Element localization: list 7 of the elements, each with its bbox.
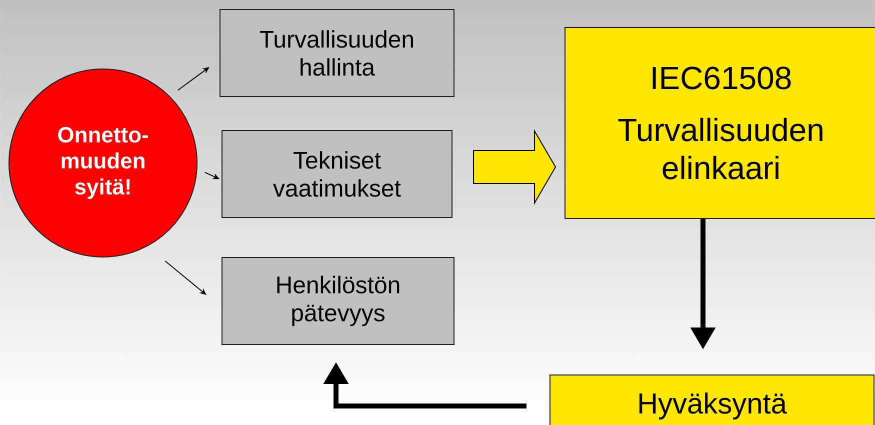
process-box: Turvallisuuden hallinta [220,9,454,97]
arrow [164,260,206,295]
block-arrow [473,129,556,205]
process-box: Hyväksyntä [550,374,874,425]
standard-box: IEC61508 Turvallisuuden elinkaari [564,27,875,219]
process-box: Tekniset vaatimukset [222,130,452,218]
process-box: Henkilöstön pätevyys [222,257,454,345]
